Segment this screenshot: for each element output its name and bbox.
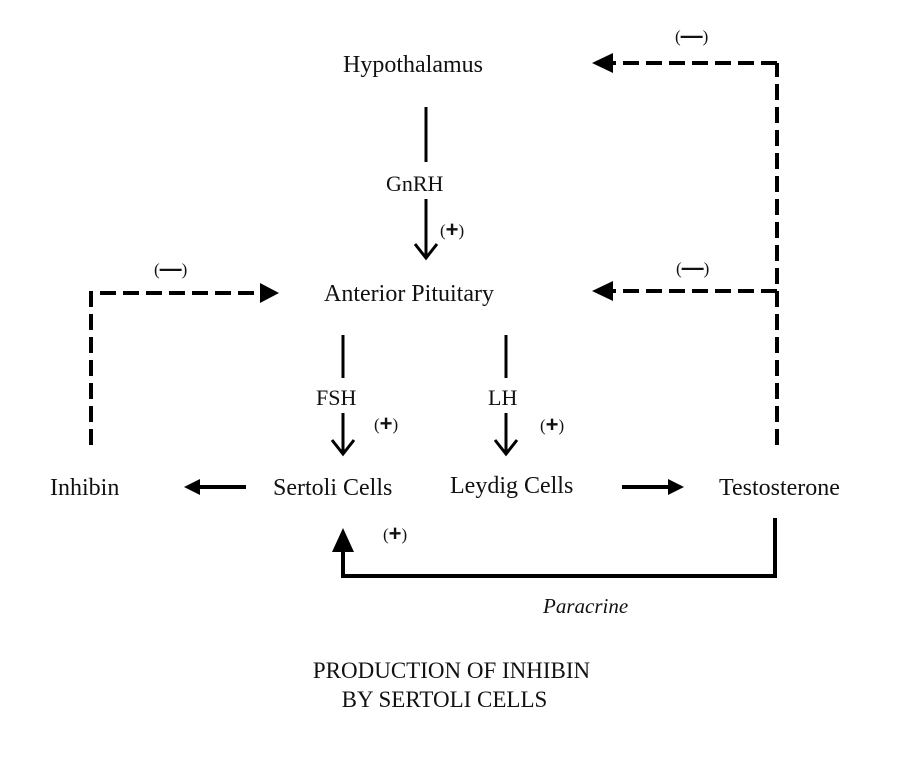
lh-stimulatory-sign: (+) <box>540 412 565 437</box>
inhibin-inhibitory-sign: (—) <box>154 256 188 281</box>
hormone-fsh-label: FSH <box>316 385 357 410</box>
hormone-gnrh-label: GnRH <box>386 171 444 196</box>
node-anterior-pituitary: Anterior Pituitary <box>324 281 494 307</box>
caption-line-1: PRODUCTION OF INHIBIN <box>312 658 591 683</box>
hormone-lh-label: LH <box>488 385 518 410</box>
sertoli-to-inhibin-arrow <box>184 479 246 495</box>
caption-line-2: BY SERTOLI CELLS <box>341 687 548 712</box>
node-inhibin: Inhibin <box>50 475 120 501</box>
gnrh-arrow <box>413 199 439 261</box>
gnrh-stimulatory-sign: (+) <box>440 217 465 242</box>
node-sertoli-cells: Sertoli Cells <box>273 475 393 501</box>
lh-arrow <box>493 413 519 457</box>
fsh-arrow <box>330 413 356 457</box>
testosterone-to-pituitary-arrow <box>592 281 777 301</box>
leydig-to-testosterone-arrow <box>622 479 684 495</box>
paracrine-stimulatory-sign: (+) <box>383 521 408 546</box>
paracrine-label: Paracrine <box>543 594 629 618</box>
inhibin-feedback-arrow <box>89 283 279 445</box>
paracrine-feedback-arrow <box>332 518 777 578</box>
node-testosterone: Testosterone <box>719 475 840 501</box>
testosterone-to-hypothalamus-arrow <box>592 53 777 73</box>
fsh-stimulatory-sign: (+) <box>374 411 399 436</box>
testosterone-pituitary-inhibitory-sign: (—) <box>676 255 710 280</box>
node-leydig-cells: Leydig Cells <box>450 473 574 499</box>
testosterone-hypothalamus-inhibitory-sign: (—) <box>675 23 709 48</box>
node-hypothalamus: Hypothalamus <box>343 52 483 78</box>
